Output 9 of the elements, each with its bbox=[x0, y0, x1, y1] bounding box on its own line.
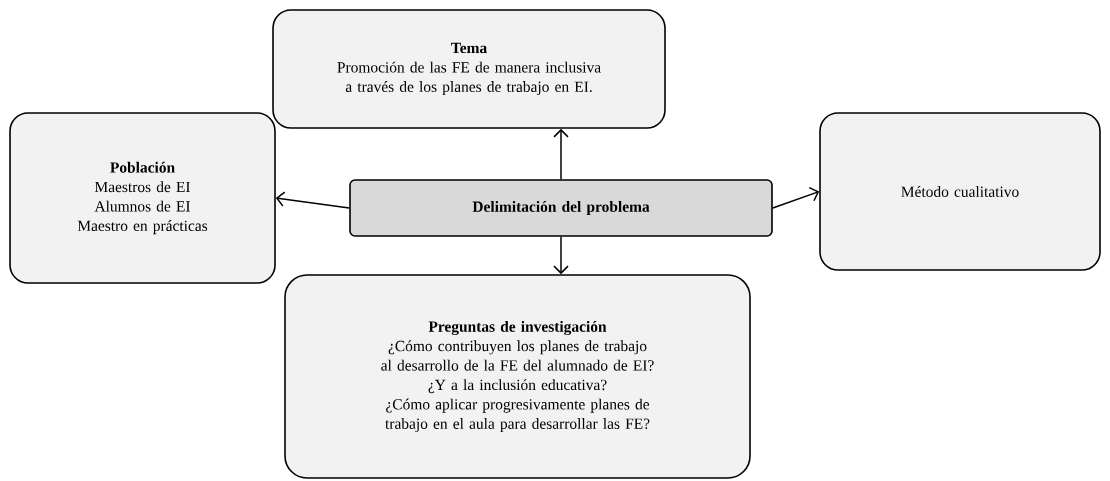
rounded-box: Tema Promoción de las FE de manera inclusiva a través de los planes de trabajo en EI. bbox=[272, 9, 666, 129]
arrow bbox=[553, 128, 569, 180]
rounded-box: Método cualitativo bbox=[819, 112, 1101, 271]
rounded-box: Delimitación del problema bbox=[349, 179, 773, 237]
rounded-box: Preguntas de investigación ¿Cómo contribuyen los planes de trabajo al desarrollo de la FE del alumnado de EI? ¿Y a la inclusión educativa? ¿Cómo aplicar progresivamente planes de trabajo en el aula para desarrollar las FE? bbox=[284, 274, 751, 479]
rounded-box: Población Maestros de EI Alumnos de EI Maestro en prácticas bbox=[9, 112, 276, 284]
arrow bbox=[275, 191, 350, 209]
arrow bbox=[553, 236, 569, 275]
arrow bbox=[772, 186, 820, 209]
